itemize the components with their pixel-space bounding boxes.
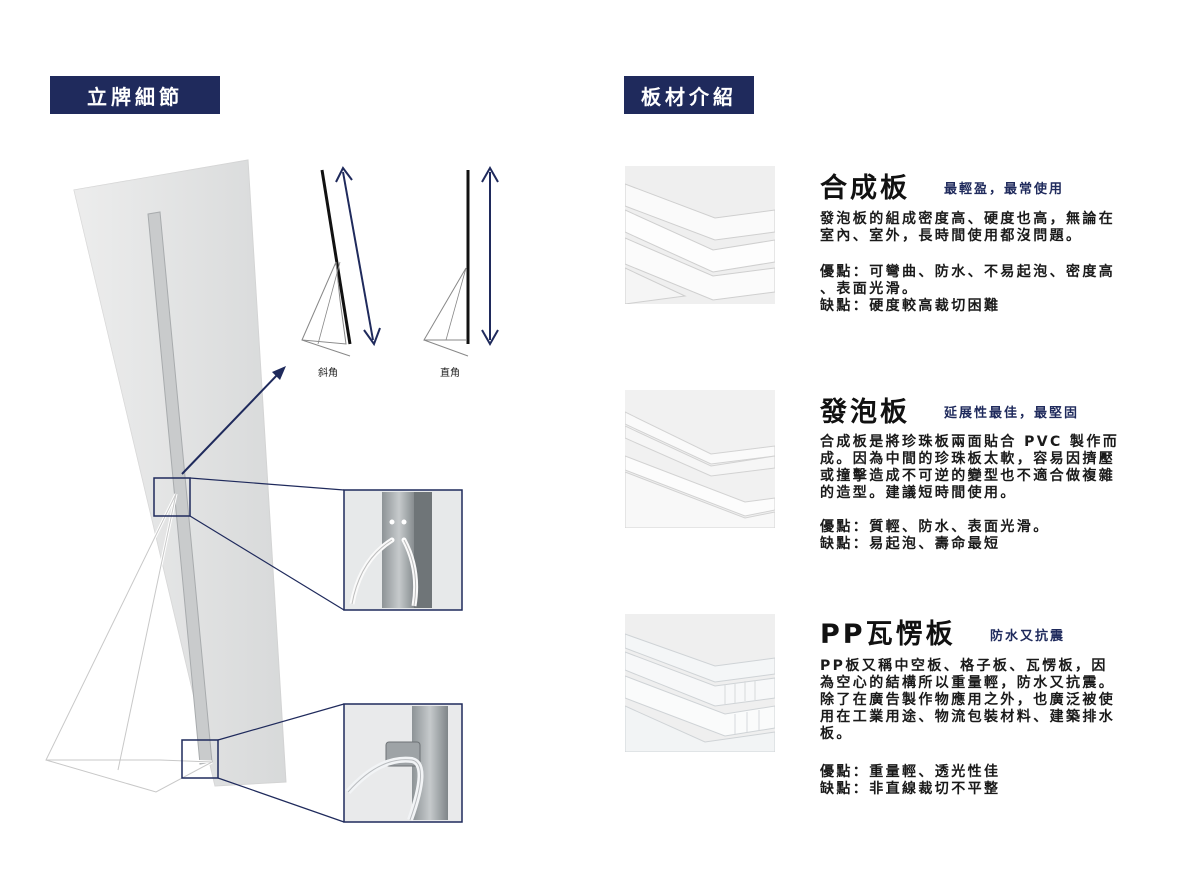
stand-illustration xyxy=(43,159,499,823)
board-pros-pp: 優點：重量輕、透光性佳 缺點：非直線裁切不平整 xyxy=(820,764,1001,797)
label-straight: 直角 xyxy=(440,368,460,379)
board-desc-pp: PP板又稱中空板、格子板、瓦愣板，因 為空心的結構所以重量輕，防水又抗震。 除了… xyxy=(820,658,1116,742)
section-title-board-intro: 板材介紹 xyxy=(624,76,754,114)
label-angled: 斜角 xyxy=(318,368,338,379)
board-tagline-composite: 最輕盈，最常使用 xyxy=(944,182,1065,197)
callout-lower-joint xyxy=(181,703,463,823)
board-name-composite: 合成板 xyxy=(820,173,910,204)
board-pros-foam: 優點：質輕、防水、表面光滑。 缺點：易起泡、壽命最短 xyxy=(820,519,1050,552)
board-name-foam: 發泡板 xyxy=(820,397,910,428)
board-desc-foam: 合成板是將珍珠板兩面貼合 PVC 製作而 成。因為中間的珍珠板太軟，容易因擠壓 … xyxy=(820,434,1120,501)
angled-stand-diagram xyxy=(301,166,381,357)
board-pros-composite: 優點：可彎曲、防水、不易起泡、密度高 、表面光滑。 缺點：硬度較高裁切困難 xyxy=(820,264,1116,314)
board-image-composite xyxy=(625,166,775,304)
board-image-pp xyxy=(625,614,775,752)
straight-stand-diagram xyxy=(423,165,499,357)
board-name-pp: PP瓦愣板 xyxy=(820,619,956,650)
board-tagline-pp: 防水又抗震 xyxy=(990,629,1066,644)
board-desc-composite: 發泡板的組成密度高、硬度也高，無論在 室內、室外，長時間使用都沒問題。 xyxy=(820,211,1116,244)
callout-upper-joint xyxy=(153,477,463,611)
board-image-foam xyxy=(625,390,775,528)
section-title-stand-details: 立牌細節 xyxy=(50,76,220,114)
board-tagline-foam: 延展性最佳，最堅固 xyxy=(944,406,1080,421)
